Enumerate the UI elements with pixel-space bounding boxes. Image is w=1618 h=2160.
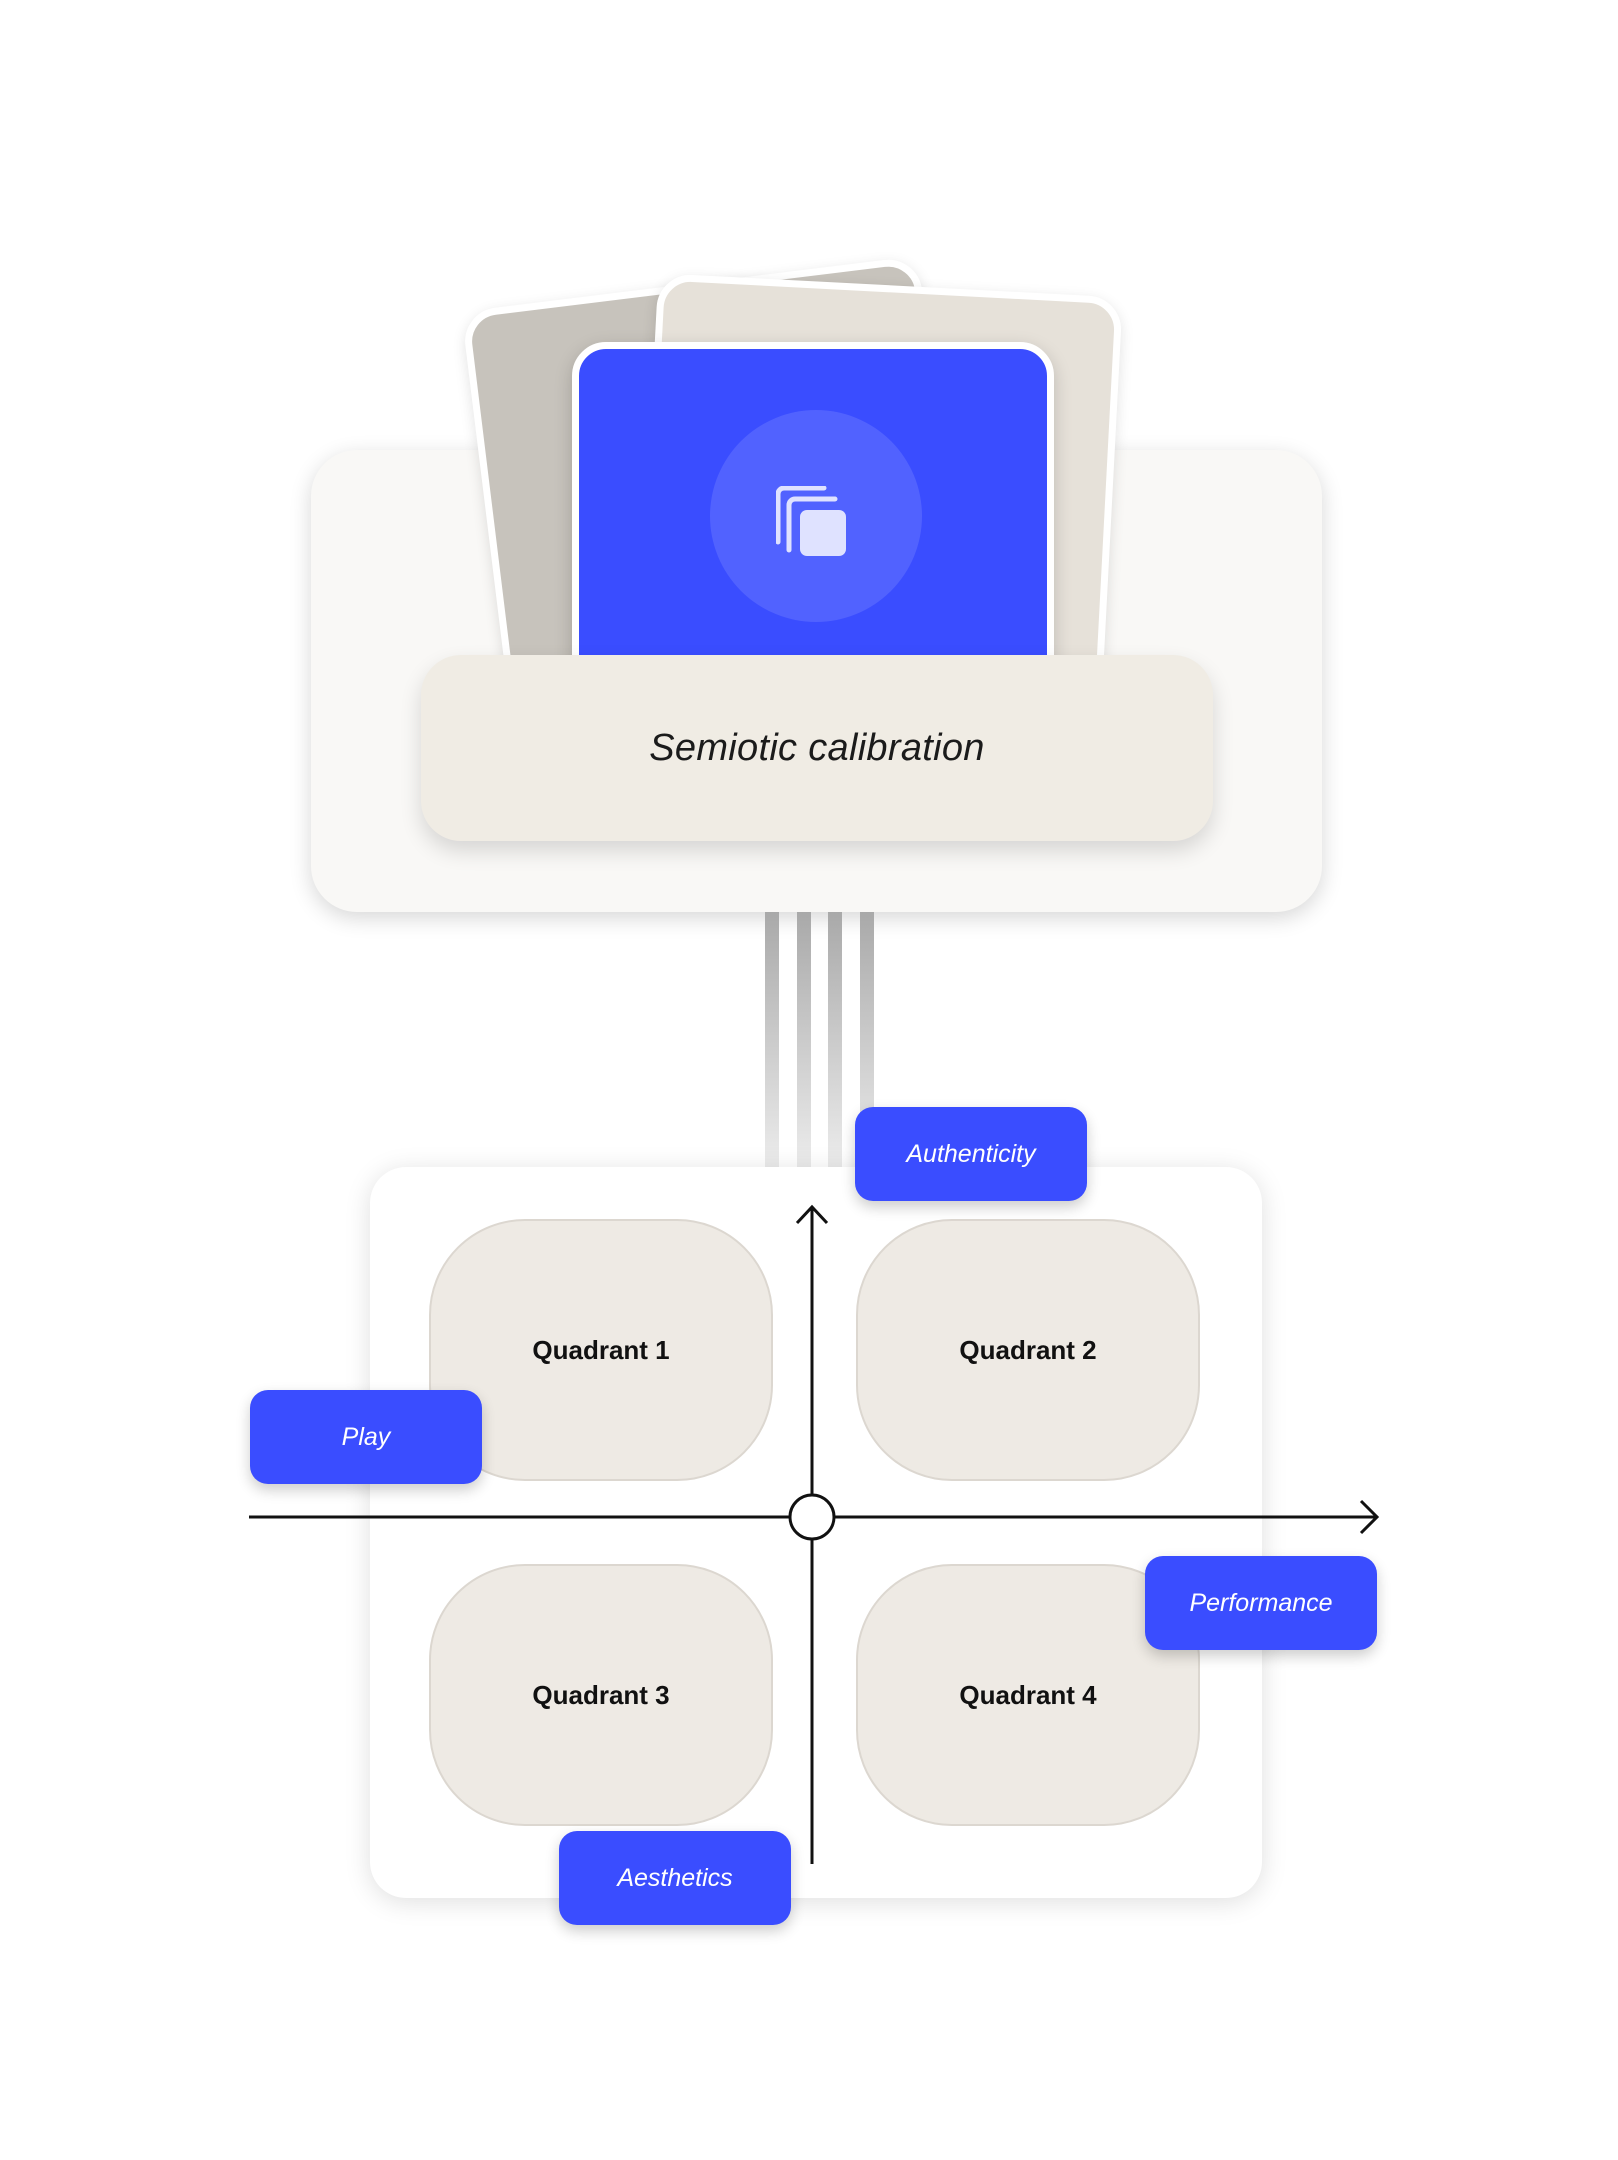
quadrant-4[interactable]: Quadrant 4 xyxy=(856,1564,1200,1826)
quadrant-1-label: Quadrant 1 xyxy=(532,1334,670,1365)
tag-authenticity-label: Authenticity xyxy=(906,1139,1036,1168)
tag-aesthetics-label: Aesthetics xyxy=(617,1863,733,1892)
quadrant-3-label: Quadrant 3 xyxy=(532,1679,670,1710)
quadrant-2-label: Quadrant 2 xyxy=(959,1334,1097,1365)
quadrant-3[interactable]: Quadrant 3 xyxy=(429,1564,773,1826)
quadrant-4-label: Quadrant 4 xyxy=(959,1679,1097,1710)
horizontal-axis-arrow xyxy=(1359,1499,1380,1535)
tag-play-label: Play xyxy=(341,1422,391,1451)
tag-performance[interactable]: Performance xyxy=(1145,1556,1377,1650)
quadrant-1[interactable]: Quadrant 1 xyxy=(429,1219,773,1481)
quadrant-2[interactable]: Quadrant 2 xyxy=(856,1219,1200,1481)
stacked-cards-icon xyxy=(776,486,846,556)
tag-aesthetics[interactable]: Aesthetics xyxy=(559,1831,791,1925)
connector-lines xyxy=(765,912,874,1167)
calibration-label-box[interactable]: Semiotic calibration xyxy=(421,655,1213,841)
calibration-label: Semiotic calibration xyxy=(649,726,985,769)
tag-authenticity[interactable]: Authenticity xyxy=(855,1107,1087,1201)
tag-play[interactable]: Play xyxy=(250,1390,482,1484)
tag-performance-label: Performance xyxy=(1189,1588,1333,1617)
